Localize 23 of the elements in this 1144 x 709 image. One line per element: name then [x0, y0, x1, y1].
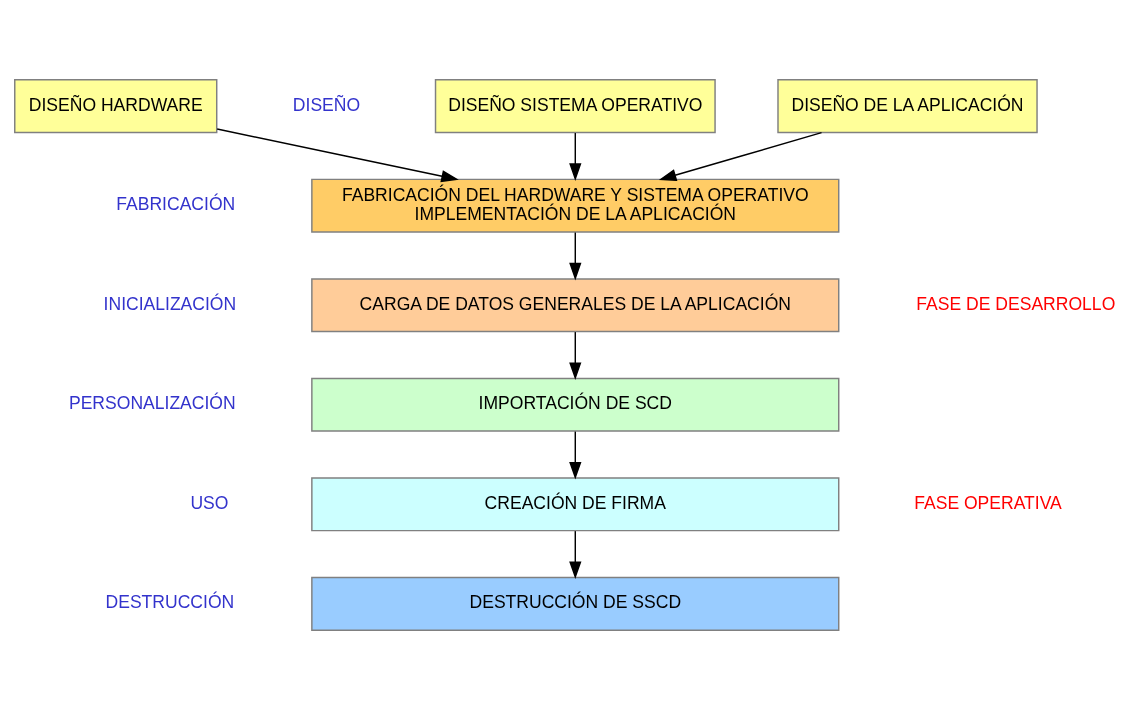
arrow [569, 430, 582, 479]
label: PERSONALIZACIÓN [68, 392, 236, 413]
label: FASE DE DESARROLLO [916, 293, 1116, 314]
node-box: DISEÑO DE LA APLICACIÓN [777, 78, 1038, 133]
node-box: DISEÑO SISTEMA OPERATIVO [434, 78, 716, 133]
label: INICIALIZACIÓN [103, 293, 237, 314]
arrow [569, 131, 582, 181]
arrow [569, 231, 582, 280]
label: USO [190, 492, 229, 513]
arrow [569, 330, 582, 380]
label: FASE OPERATIVA [914, 492, 1062, 513]
node-box: CREACIÓN DE FIRMA [311, 476, 840, 531]
node-box: FABRICACIÓN DEL HARDWARE Y SISTEMA OPERATIVO IMPLEMENTACIÓN DE LA APLICACIÓN [311, 178, 840, 233]
arrow [658, 131, 823, 181]
node-box: DESTRUCCIÓN DE SSCD [311, 576, 840, 631]
node-box: IMPORTACIÓN DE SCD [311, 377, 840, 432]
arrow [569, 529, 582, 579]
label: FABRICACIÓN [116, 193, 236, 214]
label: DISEÑO [292, 94, 361, 115]
arrow [216, 127, 459, 182]
label: DESTRUCCIÓN [105, 591, 235, 612]
node-box: DISEÑO HARDWARE [14, 78, 218, 133]
node-box: CARGA DE DATOS GENERALES DE LA APLICACIÓN [311, 277, 840, 332]
